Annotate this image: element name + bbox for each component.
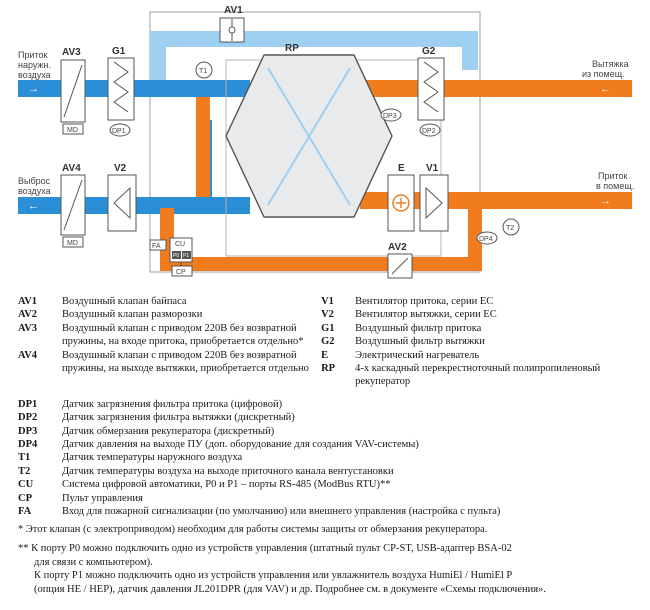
supply-line2: в помещ. <box>596 181 634 191</box>
exhaust-line2: воздуха <box>18 186 51 196</box>
dp4-label: DP4 <box>479 236 493 243</box>
e-label: E <box>398 163 405 174</box>
p0-label: P0 <box>173 253 179 259</box>
unit-frame <box>149 11 481 273</box>
md-bottom-label: MD <box>67 240 78 247</box>
dp3-label: DP3 <box>383 113 397 120</box>
extract-line2: из помещ. <box>582 69 625 79</box>
outside-air-line3: воздуха <box>18 70 51 80</box>
v1-label: V1 <box>426 163 439 174</box>
av4-damper-icon <box>60 174 86 236</box>
fa-label: FA <box>152 243 161 250</box>
av2-label: AV2 <box>388 242 407 253</box>
cu-label: CU <box>175 241 185 248</box>
outside-air-line1: Приток <box>18 50 48 60</box>
arrow-icon: → <box>600 195 611 207</box>
g1-filter-icon <box>107 57 135 121</box>
md-top-label: MD <box>67 127 78 134</box>
footnote-1: * Этот клапан (с электроприводом) необхо… <box>18 524 488 535</box>
cp-label: CP <box>176 269 186 276</box>
arrow-icon: ← <box>28 200 39 212</box>
p1-label: P1 <box>183 253 189 259</box>
arrow-icon: → <box>28 83 39 95</box>
g1-label: G1 <box>112 46 126 57</box>
dp1-label: DP1 <box>112 128 126 135</box>
duct-extract-inlet <box>360 80 632 97</box>
v2-fan-icon <box>107 174 137 232</box>
av3-label: AV3 <box>62 47 81 58</box>
dp2-label: DP2 <box>422 128 436 135</box>
ventilation-schematic: RP AV1 AV3 MD AV4 MD G1 DP1 G2 DP2 DP3 T… <box>18 5 634 279</box>
t1-label: T1 <box>199 68 207 75</box>
footnotes: * Этот клапан (с электроприводом) необхо… <box>18 523 643 596</box>
rp-label: RP <box>285 43 299 54</box>
arrow-icon: ← <box>600 83 611 95</box>
duct-bypass <box>150 31 478 80</box>
v1-fan-icon <box>419 174 449 232</box>
g2-label: G2 <box>422 46 436 57</box>
footnote-3a: К порту P1 можно подключить одно из устр… <box>34 570 513 582</box>
av4-label: AV4 <box>62 163 81 174</box>
t1-sensor-icon <box>195 61 213 79</box>
v2-label: V2 <box>114 163 127 174</box>
t2-sensor-icon <box>502 218 520 236</box>
footnote-2b: для связи с компьютером). <box>34 556 153 568</box>
av1-label: AV1 <box>224 5 243 16</box>
outside-air-line2: наружн. <box>18 60 51 70</box>
exhaust-line1: Выброс <box>18 176 51 186</box>
t2-label: T2 <box>506 225 514 232</box>
supply-line1: Приток <box>598 171 628 181</box>
extract-line1: Вытяжка <box>592 59 629 69</box>
footnote-3b: (опция HE / HEP), датчик давления JL201D… <box>34 583 546 595</box>
g2-filter-icon <box>417 57 445 121</box>
footnote-2a: ** К порту P0 можно подключить одно из у… <box>18 543 512 555</box>
duct-supply-riser <box>196 97 210 197</box>
